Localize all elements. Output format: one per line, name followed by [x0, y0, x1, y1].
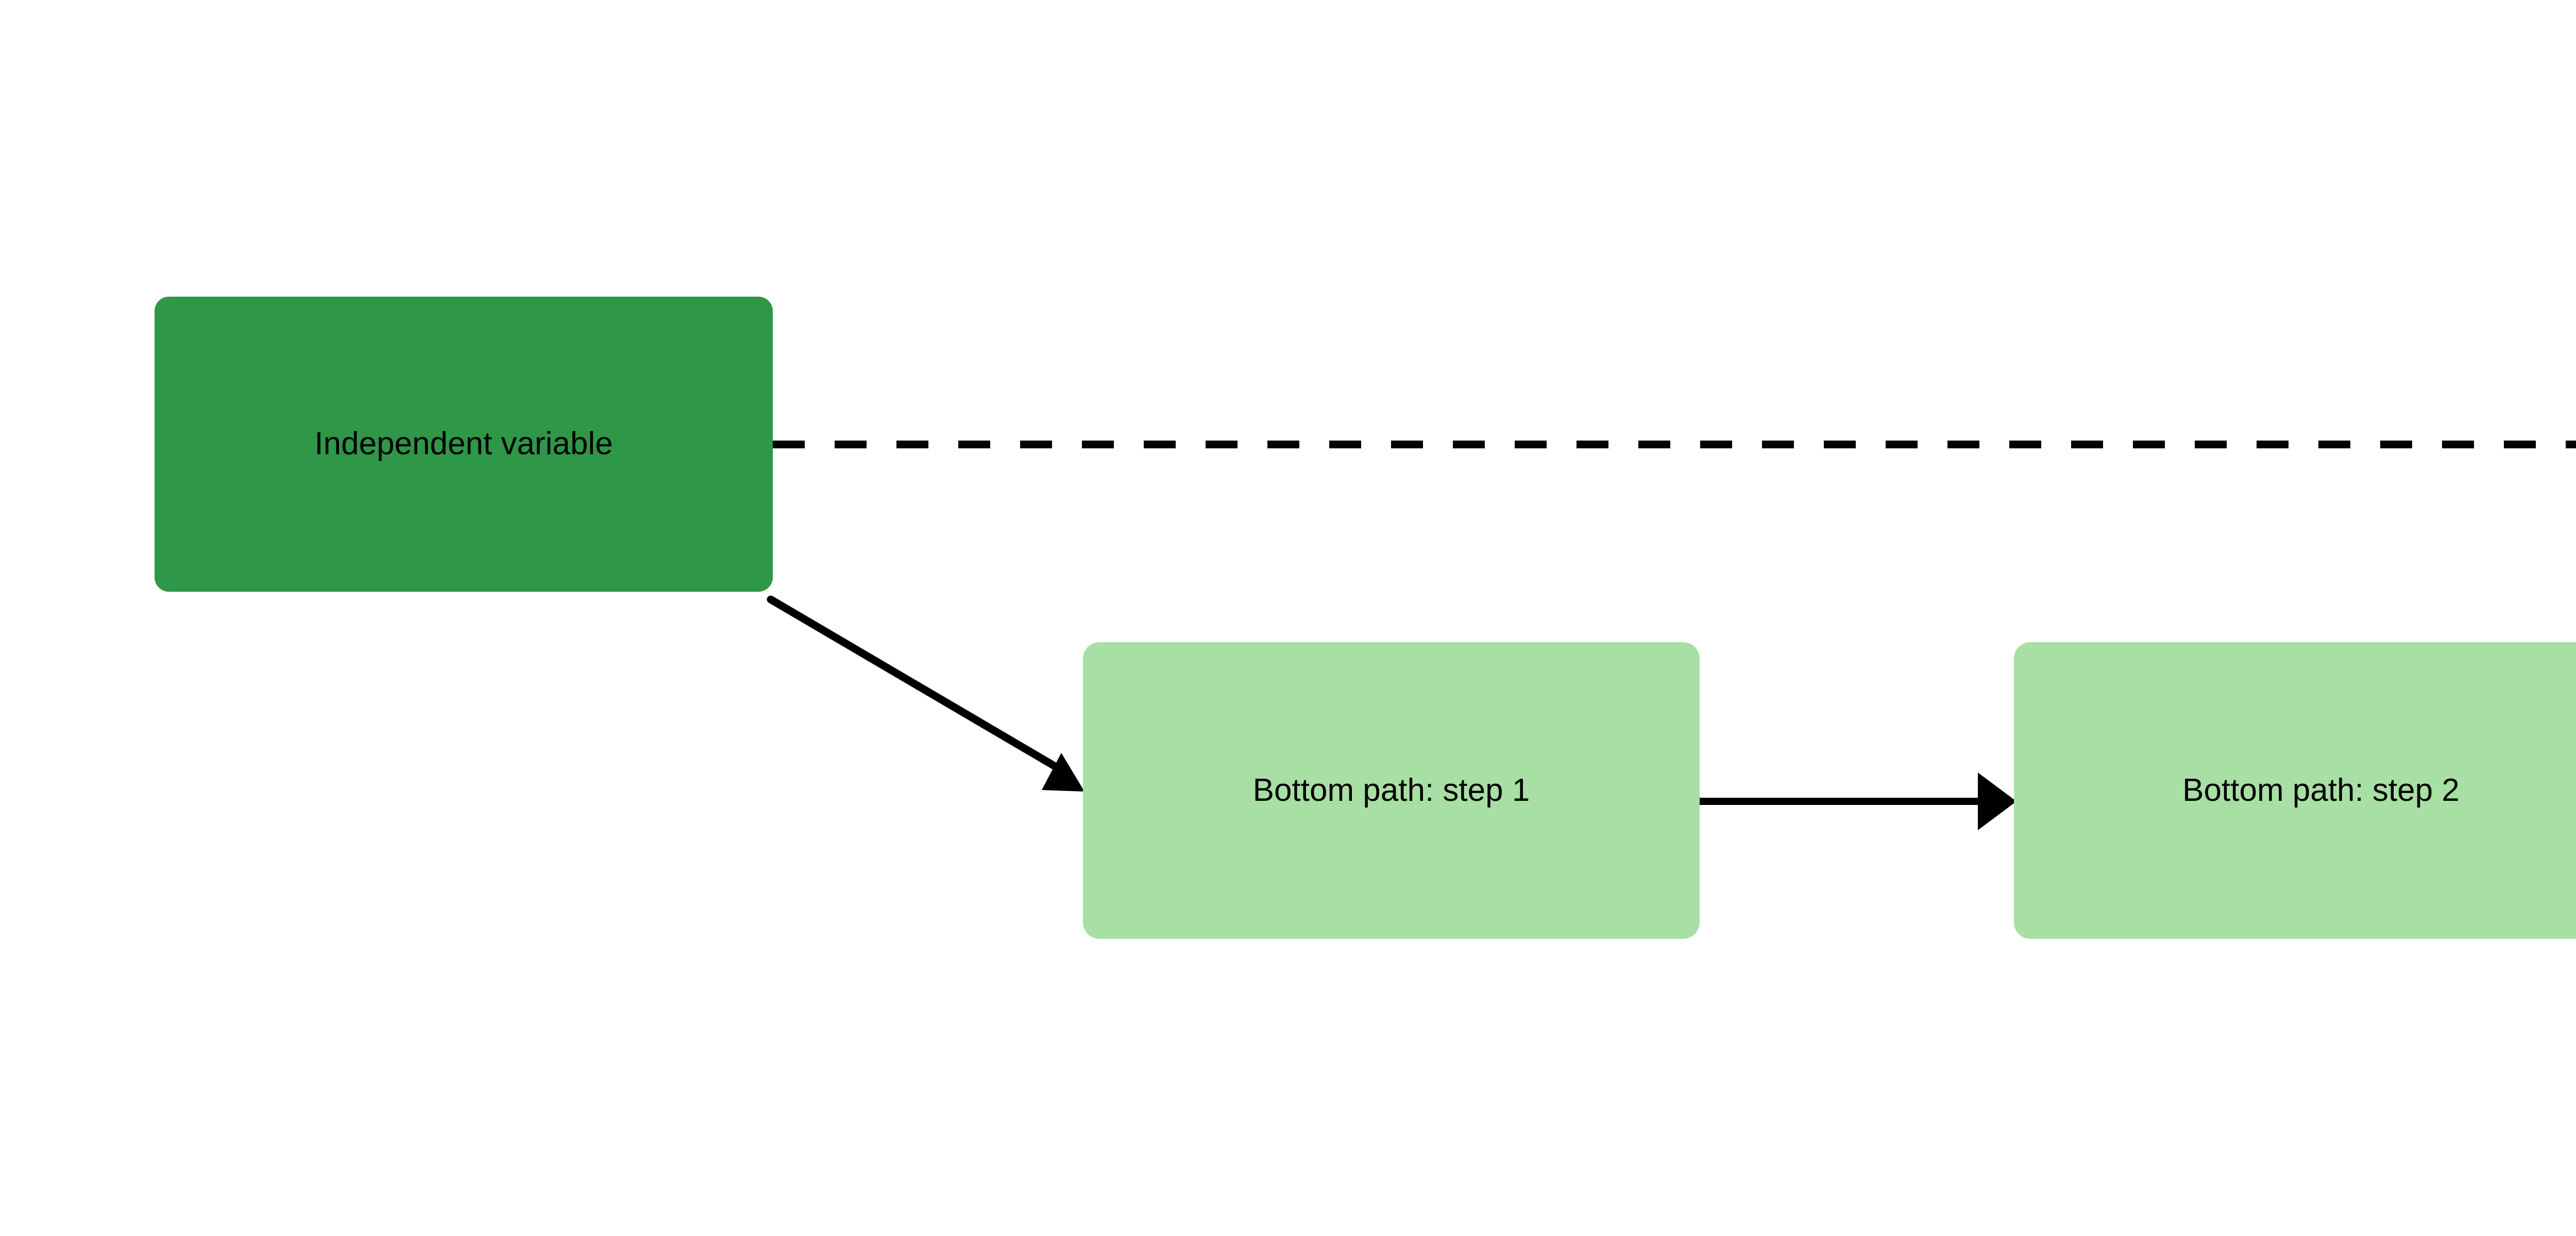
edge-independent-to-dependent: [773, 440, 2576, 449]
node-independent-variable-label: Independent variable: [314, 426, 613, 462]
node-bottom-path-step-1-label: Bottom path: step 1: [1252, 772, 1530, 808]
edge-step1-to-step2: [1694, 772, 2016, 830]
node-independent-variable[interactable]: Independent variable: [155, 297, 773, 592]
edge-step1-to-step2-arrowhead: [1978, 772, 2016, 830]
node-bottom-path-step-2[interactable]: Bottom path: step 2: [2014, 642, 2576, 939]
node-bottom-path-step-1[interactable]: Bottom path: step 1: [1083, 642, 1700, 939]
edge-independent-to-step1: [767, 595, 1084, 792]
edge-independent-to-step1-arrowhead: [1042, 753, 1084, 792]
edge-independent-to-step1-line: [767, 595, 1064, 774]
node-bottom-path-step-2-label: Bottom path: step 2: [2182, 772, 2460, 808]
